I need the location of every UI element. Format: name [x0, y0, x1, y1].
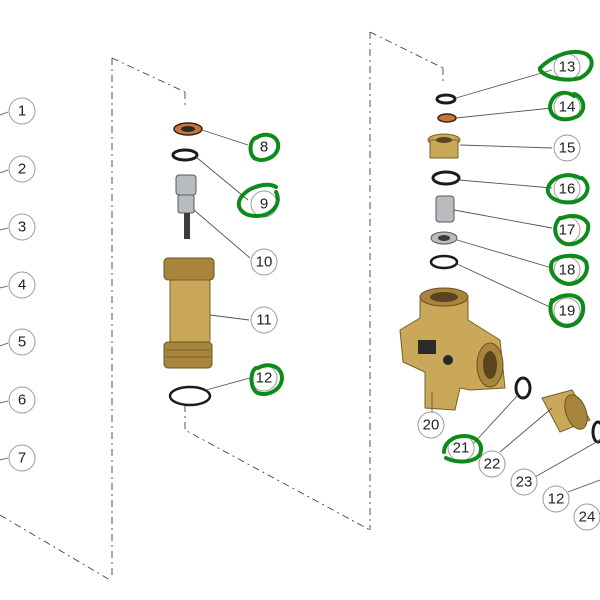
callout-7: 7 [8, 444, 36, 472]
callout-23: 23 [510, 468, 538, 496]
highlight-18 [549, 253, 589, 286]
svg-text:15: 15 [559, 140, 576, 157]
svg-text:10: 10 [256, 254, 273, 271]
svg-text:24: 24 [579, 509, 596, 526]
highlight-12-left [249, 363, 284, 397]
highlight-19 [548, 293, 586, 328]
svg-text:9: 9 [260, 196, 268, 213]
callout-15: 15 [553, 134, 581, 162]
callout-20: 20 [417, 411, 445, 439]
part-20-valve-body [399, 287, 506, 411]
svg-text:12: 12 [256, 370, 273, 387]
callout-13: 13 [553, 53, 581, 81]
svg-text:14: 14 [559, 99, 576, 116]
callout-6: 6 [8, 386, 36, 414]
part-19-o-ring [429, 254, 459, 270]
right-dashed-frame [369, 31, 444, 530]
highlight-17 [553, 214, 591, 247]
callout-3: 3 [8, 213, 36, 241]
svg-text:1: 1 [18, 103, 26, 120]
part-12-o-ring-left [168, 385, 212, 407]
svg-text:11: 11 [256, 312, 272, 329]
part-18-seal [430, 231, 458, 245]
callout-17: 17 [553, 216, 581, 244]
svg-text:16: 16 [559, 181, 576, 198]
callout-5: 5 [8, 328, 36, 356]
highlight-8 [248, 132, 281, 162]
highlight-16 [545, 173, 590, 205]
part-16-o-ring [431, 170, 461, 186]
highlight-21 [442, 434, 483, 464]
callout-4: 4 [8, 271, 36, 299]
part-15-brass-nut [427, 133, 461, 159]
highlight-13 [538, 49, 594, 82]
svg-text:22: 22 [484, 456, 501, 473]
svg-text:13: 13 [559, 59, 576, 76]
part-11-brass-body [163, 257, 215, 369]
callout-16: 16 [553, 175, 581, 203]
svg-text:5: 5 [18, 334, 26, 351]
part-17-insert [435, 195, 455, 223]
svg-text:4: 4 [18, 277, 26, 294]
part-13-o-ring [435, 93, 457, 105]
part-14-washer [437, 113, 457, 123]
svg-text:12: 12 [548, 491, 565, 508]
svg-text:8: 8 [260, 139, 268, 156]
left-dashed-frame [0, 57, 371, 581]
svg-text:2: 2 [18, 161, 26, 178]
part-22-23-cartridge [541, 389, 600, 444]
leader-lines [0, 69, 600, 493]
callout-19: 19 [553, 297, 581, 325]
svg-text:18: 18 [559, 262, 576, 279]
part-9-o-ring [171, 148, 199, 162]
part-8-ring [173, 122, 203, 136]
highlight-marks [236, 49, 594, 464]
callout-12-left: 12 [250, 364, 278, 392]
part-10-valve-stem [175, 174, 197, 239]
callout-1: 1 [8, 97, 36, 125]
callout-24: 24 [573, 503, 600, 531]
svg-text:17: 17 [559, 222, 576, 239]
svg-text:6: 6 [18, 392, 26, 409]
highlight-14 [548, 90, 586, 122]
callout-11: 11 [250, 306, 278, 334]
highlight-9 [236, 182, 280, 218]
callout-10: 10 [250, 248, 278, 276]
svg-text:23: 23 [516, 474, 533, 491]
svg-text:20: 20 [423, 417, 440, 434]
svg-text:7: 7 [18, 450, 26, 467]
part-21-o-ring [514, 376, 532, 400]
callout-2: 2 [8, 155, 36, 183]
svg-text:3: 3 [18, 219, 26, 236]
svg-text:21: 21 [453, 440, 470, 457]
callout-22: 22 [478, 450, 506, 478]
callout-12-right: 12 [542, 485, 570, 513]
svg-text:19: 19 [559, 303, 576, 320]
